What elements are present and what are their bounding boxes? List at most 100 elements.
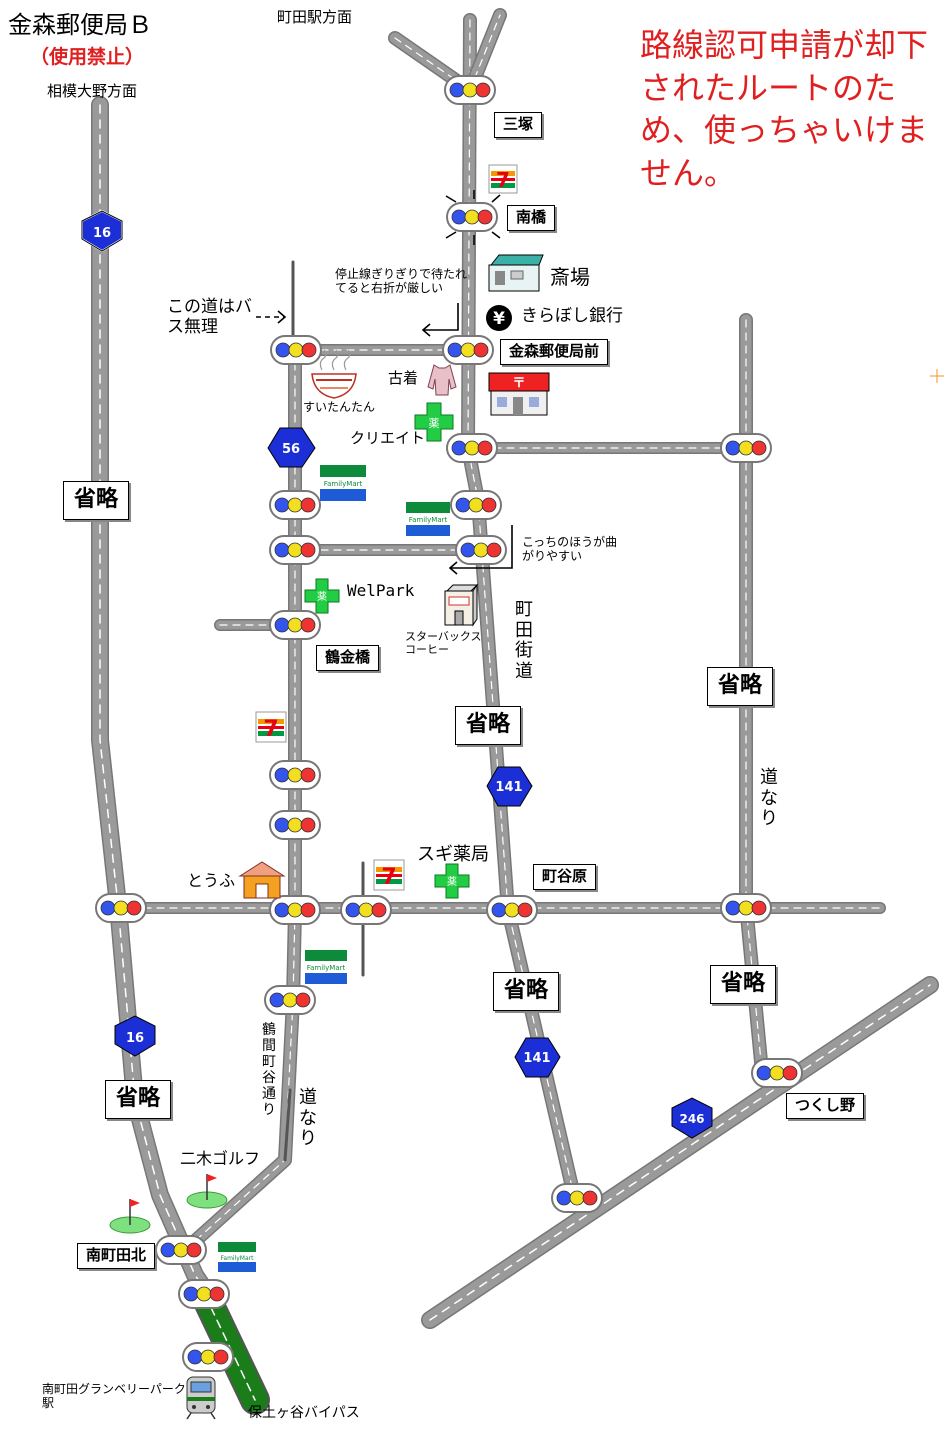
- familymart-icon: FamilyMart: [218, 1242, 256, 1272]
- traffic-signal: [269, 760, 321, 790]
- route-16-number: 16: [126, 1031, 144, 1046]
- seven-eleven-icon: 7: [488, 164, 518, 194]
- label-welpark: WelPark: [347, 581, 415, 600]
- omitted-label: 省略: [63, 481, 130, 520]
- route-sign-56: 56: [267, 427, 316, 468]
- traffic-signal: [269, 810, 321, 840]
- svg-text:〒: 〒: [512, 376, 525, 391]
- traffic-signal: [270, 335, 322, 365]
- cafe-icon: [444, 583, 479, 627]
- traffic-signal: [269, 490, 321, 520]
- note-no-bus: この道はバス無理: [167, 297, 252, 338]
- label-suitantan: すいたんたん: [303, 400, 376, 414]
- svg-text:FamilyMart: FamilyMart: [307, 964, 346, 972]
- svg-text:7: 7: [263, 717, 278, 742]
- pharmacy-icon: 薬: [434, 863, 470, 899]
- traffic-signal: [182, 1342, 234, 1372]
- traffic-signal: [178, 1279, 230, 1309]
- traffic-signal-minamibashi: [446, 202, 498, 232]
- intersection-minamibashi: 南橋: [507, 205, 556, 231]
- route-sign-141-north: 141: [486, 766, 533, 807]
- road-label-tsuruma-machiya: 鶴間町谷通り: [262, 1022, 276, 1119]
- funeral-hall-icon: [488, 254, 544, 292]
- svg-text:薬: 薬: [317, 591, 327, 603]
- traffic-signal: [269, 535, 321, 565]
- label-tofu: とうふ: [187, 871, 236, 890]
- road-label-machida-kaido: 町田街道: [515, 599, 533, 683]
- intersection-mitsuka: 三塚: [494, 112, 543, 138]
- traffic-signal-mitsuka: [444, 75, 496, 105]
- direction-sagamiono: 相模大野方面: [47, 82, 138, 100]
- label-station: 南町田グランベリーパーク駅: [42, 1382, 186, 1411]
- route-sign-16-south: 16: [114, 1015, 156, 1057]
- label-sugi: スギ薬局: [417, 844, 489, 865]
- traffic-signal-minamimachida-kita: [155, 1235, 207, 1265]
- traffic-signal: [340, 895, 392, 925]
- traffic-signal-tsukushino: [751, 1058, 803, 1088]
- bank-icon: ¥: [486, 305, 512, 331]
- traffic-signal: [720, 893, 772, 923]
- familymart-icon: FamilyMart: [305, 950, 347, 984]
- crosshair-mark: [930, 369, 944, 383]
- route-16-number: 16: [93, 226, 111, 241]
- post-office-icon: 〒: [488, 372, 550, 416]
- familymart-icon: FamilyMart: [406, 502, 450, 536]
- route-sign-16-north: 16: [81, 209, 123, 253]
- familymart-icon: FamilyMart: [320, 465, 366, 501]
- svg-text:7: 7: [381, 865, 396, 890]
- omitted-label: 省略: [105, 1080, 172, 1119]
- svg-text:¥: ¥: [493, 309, 505, 329]
- traffic-signal: [95, 893, 147, 923]
- svg-text:FamilyMart: FamilyMart: [409, 516, 448, 524]
- label-create: クリエイト: [350, 429, 426, 447]
- warning-message: 路線認可申請が却下されたルートのため、使っちゃいけません。: [640, 26, 929, 192]
- pharmacy-icon: 薬: [304, 578, 340, 614]
- traffic-signal-machiyahara: [486, 895, 538, 925]
- traffic-signal-tsurukanebashi: [269, 610, 321, 640]
- route-141-number: 141: [495, 780, 522, 795]
- golf-icon: [186, 1174, 228, 1209]
- intersection-tsukushino: つくし野: [786, 1093, 865, 1119]
- intersection-machiyahara: 町谷原: [533, 864, 597, 890]
- note-easier-turn: こっちのほうが曲がりやすい: [522, 535, 618, 564]
- omitted-label: 省略: [493, 972, 560, 1011]
- label-hodogaya-bypass: 保土ヶ谷バイパス: [248, 1405, 360, 1421]
- omitted-label: 省略: [707, 667, 774, 706]
- label-niki-golf: 二木ゴルフ: [180, 1149, 261, 1168]
- flash-lines: [445, 190, 501, 245]
- traffic-signal: [269, 895, 321, 925]
- svg-text:薬: 薬: [429, 417, 440, 430]
- road-label-michinari: 道なり: [760, 767, 778, 830]
- traffic-signal: [446, 433, 498, 463]
- omitted-label: 省略: [455, 706, 522, 745]
- svg-text:FamilyMart: FamilyMart: [324, 480, 363, 488]
- train-icon: [186, 1376, 216, 1420]
- route-246-road: [421, 976, 939, 1329]
- intersection-minamimachida-kita: 南町田北: [77, 1243, 156, 1269]
- traffic-signal: [264, 985, 316, 1015]
- traffic-signal: [551, 1183, 603, 1213]
- svg-text:FamilyMart: FamilyMart: [221, 1255, 255, 1262]
- route-246-number: 246: [679, 1112, 704, 1126]
- note-stop-line: 停止線ぎりぎりで待たれてると右折が厳しい: [335, 267, 468, 296]
- intersection-tsurukanebashi: 鶴金橋: [316, 645, 380, 671]
- svg-text:7: 7: [496, 168, 510, 192]
- label-saijo: 斎場: [550, 265, 590, 289]
- road-label-michinari: 道なり: [299, 1087, 317, 1150]
- direction-machida: 町田駅方面: [277, 8, 353, 26]
- ramen-bowl-icon: [311, 349, 357, 399]
- omitted-label: 省略: [710, 965, 777, 1004]
- label-starbucks: スターバックス コーヒー: [405, 630, 482, 657]
- note-arrows: [256, 303, 513, 575]
- clothing-icon: [427, 364, 457, 396]
- tofu-shop-icon: [238, 861, 286, 899]
- traffic-signal: [720, 433, 772, 463]
- seven-eleven-icon: 7: [373, 859, 405, 891]
- route-sign-141-south: 141: [514, 1037, 561, 1078]
- intersection-kanamori-post-office-mae: 金森郵便局前: [500, 339, 609, 365]
- golf-icon: [109, 1199, 151, 1234]
- route-56-number: 56: [282, 442, 300, 457]
- traffic-signal: [455, 535, 507, 565]
- svg-text:薬: 薬: [447, 876, 457, 888]
